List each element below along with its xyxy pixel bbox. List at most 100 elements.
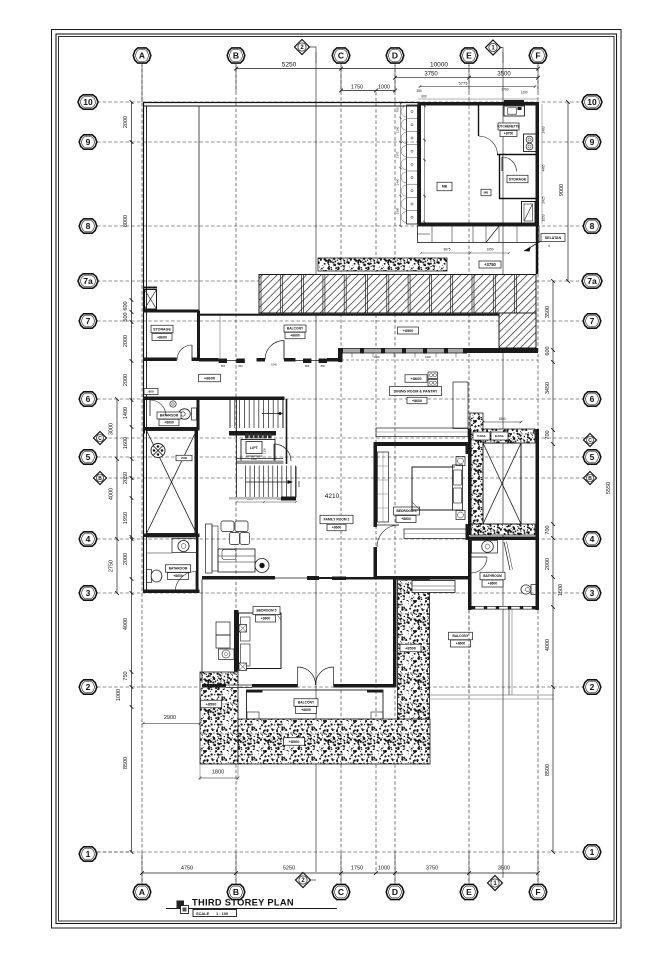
svg-text:700: 700 (545, 525, 551, 534)
svg-text:3500: 3500 (498, 866, 510, 872)
svg-text:2050: 2050 (123, 472, 129, 484)
svg-text:F: F (535, 887, 540, 897)
svg-text:B: B (98, 476, 102, 482)
svg-text:+8600: +8600 (301, 708, 311, 712)
svg-text:1800: 1800 (297, 480, 301, 487)
svg-text:4750: 4750 (181, 866, 193, 872)
svg-text:2400: 2400 (542, 126, 546, 133)
svg-text:1750: 1750 (351, 84, 363, 90)
svg-text:C: C (588, 438, 592, 444)
svg-text:2000: 2000 (545, 558, 551, 570)
svg-text:+8600: +8600 (173, 574, 183, 578)
svg-text:8500: 8500 (123, 757, 129, 769)
svg-text:7a: 7a (587, 276, 597, 286)
svg-text:7: 7 (590, 316, 595, 326)
svg-text:B: B (233, 887, 239, 897)
svg-text:5250: 5250 (283, 866, 295, 872)
svg-text:3675: 3675 (443, 248, 450, 252)
svg-text:2: 2 (590, 682, 595, 692)
svg-text:860: 860 (321, 364, 326, 368)
svg-text:860: 860 (221, 364, 226, 368)
svg-text:SCALE: SCALE (196, 911, 210, 916)
svg-text:8500: 8500 (545, 764, 551, 776)
svg-text:6: 6 (86, 394, 91, 404)
svg-text:1: 1 (493, 881, 497, 887)
svg-text:4000: 4000 (545, 639, 551, 651)
svg-text:1000: 1000 (116, 689, 122, 701)
svg-text:500: 500 (123, 312, 129, 321)
svg-text:7a: 7a (83, 276, 93, 286)
svg-text:E: E (466, 51, 472, 61)
svg-text:1500: 1500 (425, 355, 431, 359)
svg-text:1600: 1600 (123, 437, 129, 449)
svg-text:E: E (466, 887, 472, 897)
svg-text:4: 4 (590, 534, 595, 544)
svg-text:4000: 4000 (109, 488, 115, 500)
svg-text:750: 750 (123, 671, 129, 680)
svg-text:+8500: +8500 (405, 646, 416, 650)
svg-text:+8600: +8600 (410, 376, 422, 381)
svg-text:LIFT: LIFT (250, 446, 259, 450)
svg-text:1500: 1500 (558, 584, 564, 596)
svg-text:1400: 1400 (251, 457, 257, 461)
svg-text:MB: MB (442, 185, 448, 189)
svg-text:1040: 1040 (271, 363, 277, 367)
svg-text:1050: 1050 (486, 248, 493, 252)
svg-text:KITCHENETTE: KITCHENETTE (497, 125, 519, 129)
svg-text:5550: 5550 (606, 482, 612, 494)
svg-text:+8500: +8500 (403, 329, 414, 333)
svg-text:1: 1 (86, 849, 91, 859)
svg-text:3: 3 (86, 588, 91, 598)
svg-text:2: 2 (300, 45, 304, 51)
svg-text:2: 2 (301, 878, 305, 884)
svg-text:BATHROOM: BATHROOM (483, 574, 502, 578)
svg-text:F: F (535, 51, 540, 61)
svg-text:BATHROOM: BATHROOM (160, 414, 179, 418)
svg-text:DINING ROOM & PANTRY: DINING ROOM & PANTRY (394, 389, 438, 393)
svg-text:3450: 3450 (545, 382, 551, 394)
svg-text:+8600: +8600 (412, 399, 422, 403)
svg-text:1750: 1750 (351, 866, 363, 872)
svg-text:3750: 3750 (426, 866, 438, 872)
svg-text:9000: 9000 (559, 184, 565, 196)
svg-text:+8600: +8600 (164, 421, 174, 425)
svg-text:C: C (98, 436, 102, 442)
svg-text:2: 2 (86, 682, 91, 692)
svg-text:600: 600 (545, 346, 551, 355)
svg-text:3500: 3500 (497, 71, 511, 77)
svg-text:3: 3 (590, 588, 595, 598)
svg-text:1500: 1500 (374, 355, 380, 359)
svg-text:2000: 2000 (123, 553, 129, 565)
svg-text:THIRD STOREY PLAN: THIRD STOREY PLAN (192, 898, 294, 908)
svg-text:BALCONY: BALCONY (298, 701, 315, 705)
svg-text:1800: 1800 (212, 770, 224, 776)
svg-text:1: 1 (590, 847, 595, 857)
svg-text:STORAGE: STORAGE (153, 327, 171, 331)
svg-text:10000: 10000 (430, 61, 448, 68)
svg-text:VOID: VOID (181, 456, 187, 460)
svg-text:780: 780 (396, 107, 400, 112)
svg-text:B: B (588, 476, 592, 482)
svg-text:3500: 3500 (545, 306, 551, 318)
svg-text:3750: 3750 (424, 71, 438, 77)
svg-text:B.RAIL: B.RAIL (495, 434, 505, 438)
svg-text:1580: 1580 (396, 207, 400, 214)
svg-text:1: 1 (491, 46, 495, 52)
svg-text:6: 6 (590, 394, 595, 404)
svg-text:+8600: +8600 (401, 517, 411, 521)
svg-text:2425: 2425 (542, 196, 546, 203)
svg-text:+8600: +8600 (261, 617, 271, 621)
svg-text:SELATAN: SELATAN (545, 236, 562, 240)
svg-text:1260: 1260 (396, 126, 400, 133)
svg-text:1 : 100: 1 : 100 (216, 911, 228, 916)
svg-text:5250: 5250 (282, 61, 297, 68)
svg-text:C: C (338, 887, 344, 897)
svg-text:A: A (139, 51, 145, 61)
svg-text:+8600: +8600 (332, 526, 342, 530)
svg-text:10: 10 (83, 97, 93, 107)
svg-text:1350: 1350 (263, 448, 267, 454)
svg-text:D: D (392, 887, 398, 897)
svg-text:FAMILY ROOM 2: FAMILY ROOM 2 (324, 518, 350, 522)
svg-text:2000: 2000 (123, 335, 129, 347)
svg-text:1500: 1500 (498, 417, 505, 421)
